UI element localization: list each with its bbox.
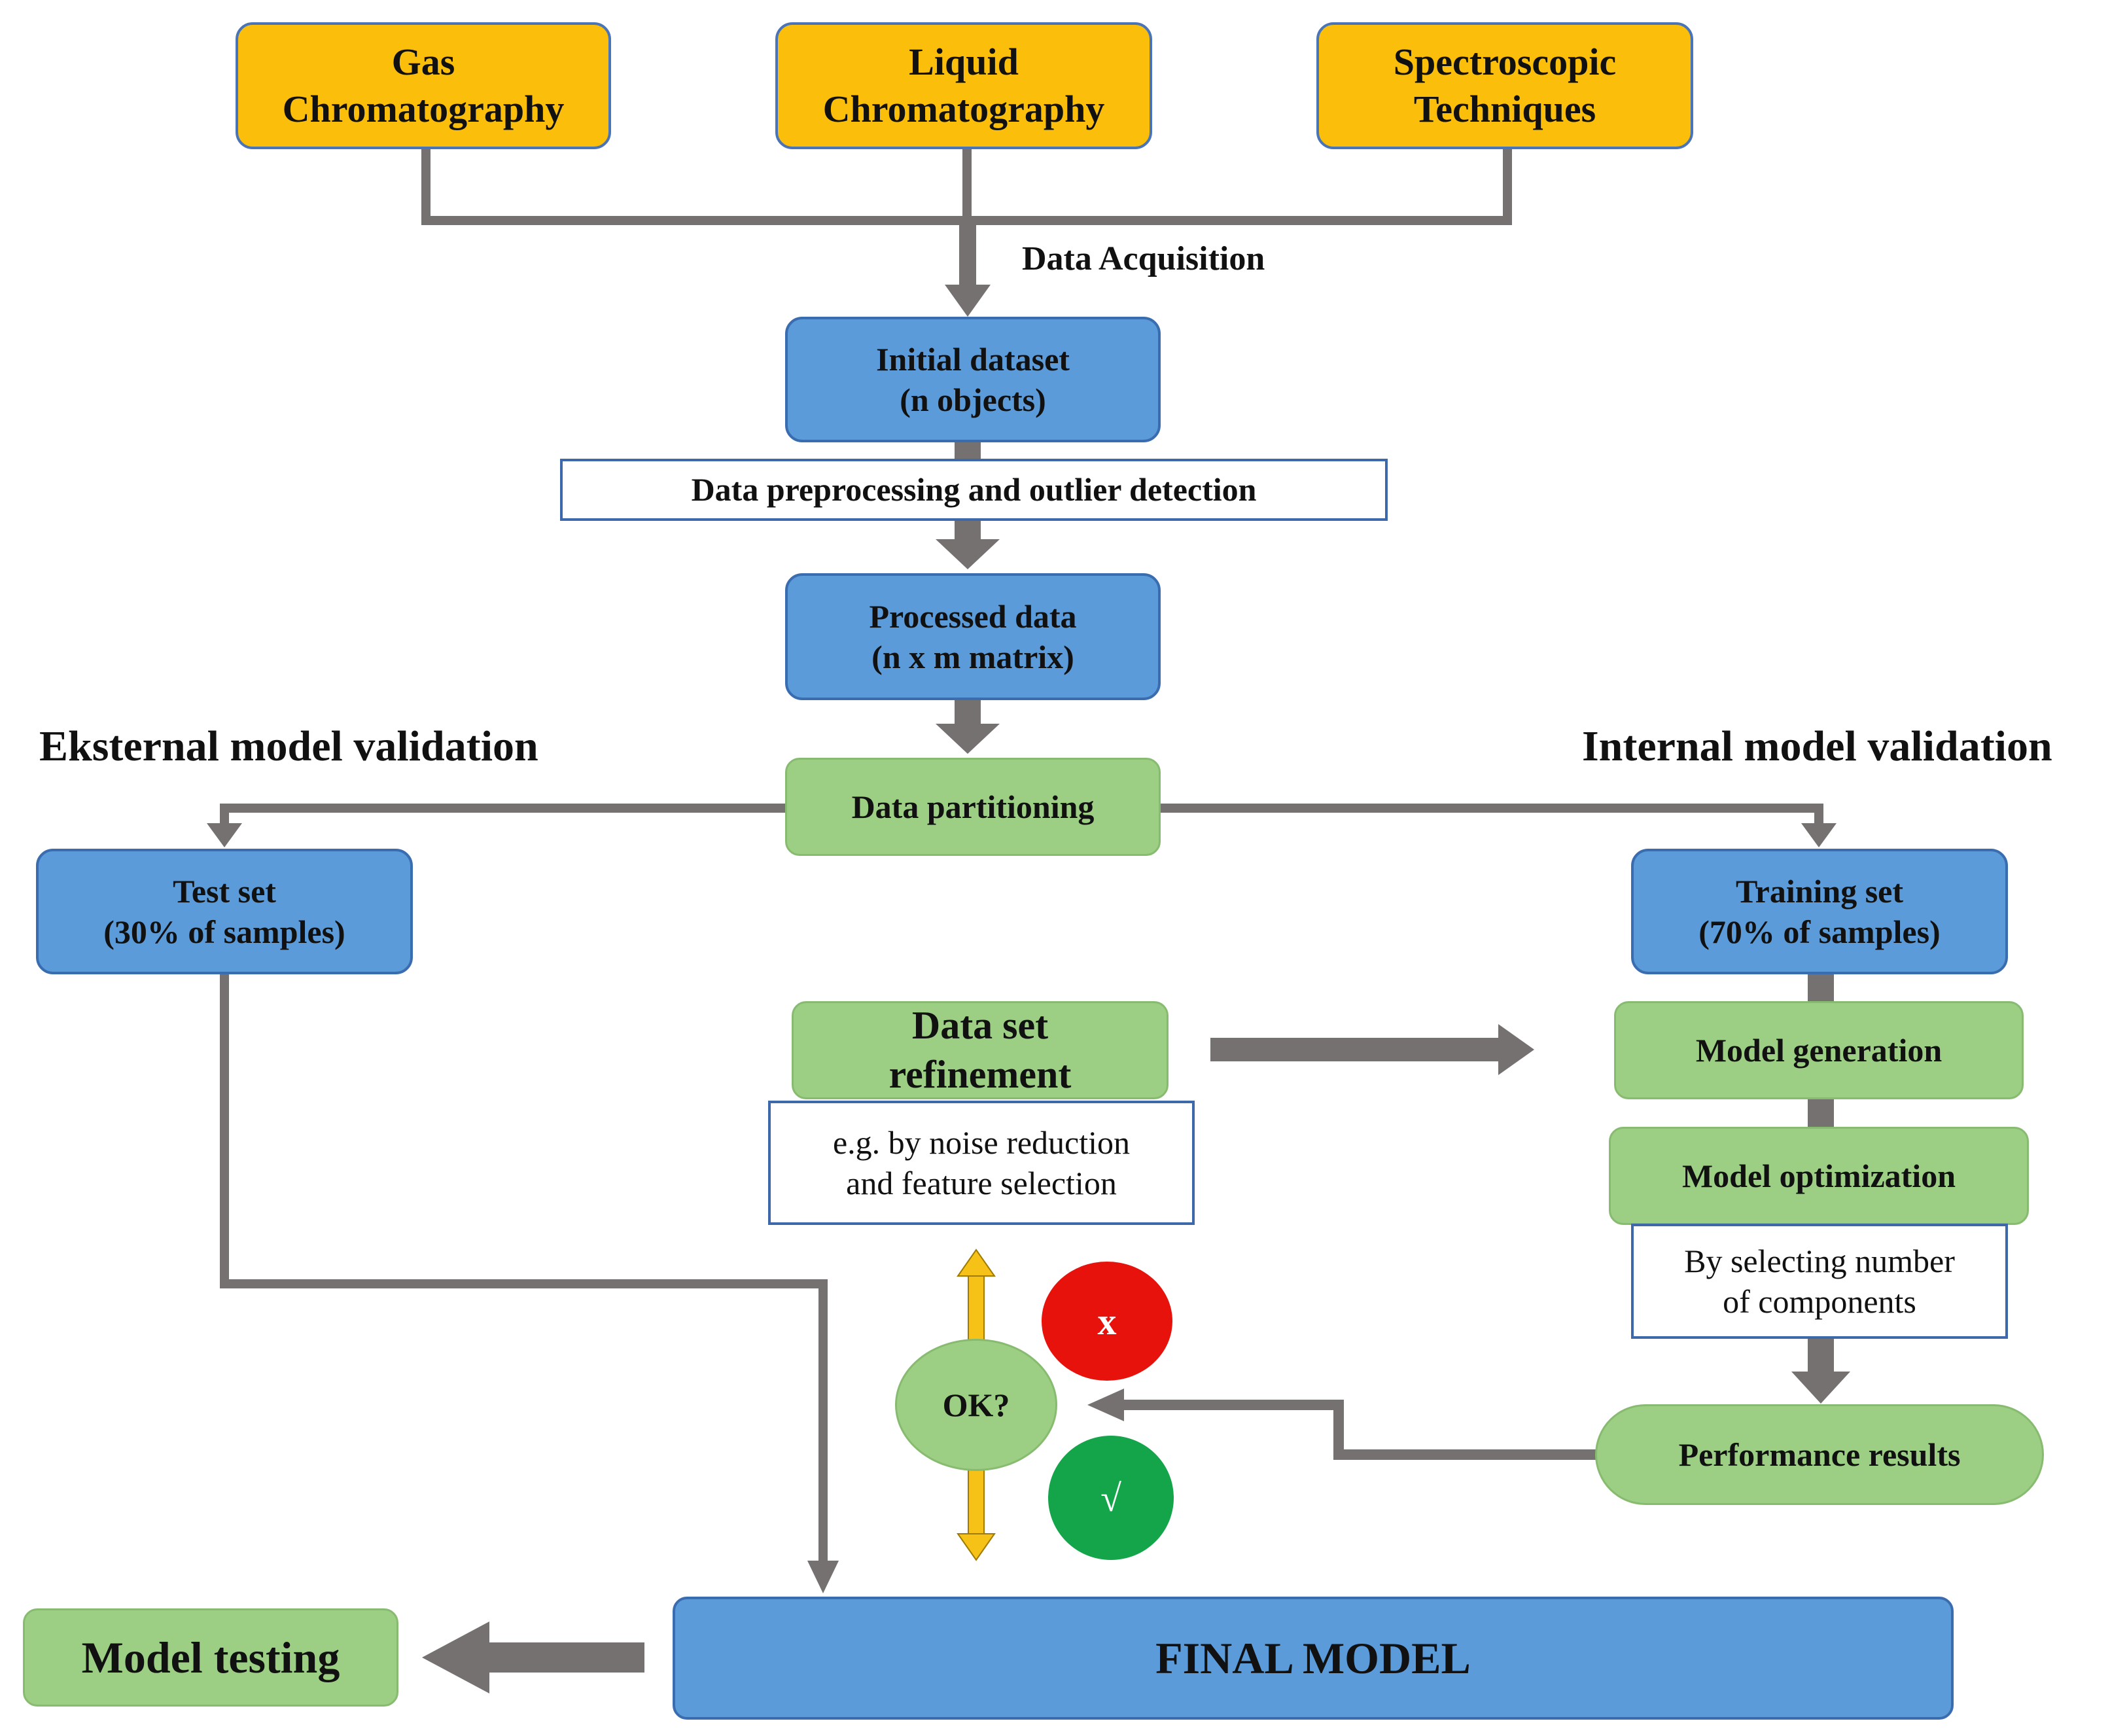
- training-to-generation-connector: [1808, 974, 1834, 1002]
- refinement-line-2: refinement: [888, 1053, 1072, 1096]
- connector-processed-shaft: [955, 700, 981, 726]
- processed-data-line-1: Processed data: [869, 597, 1077, 635]
- test-to-final-arrowhead: [807, 1561, 839, 1593]
- training-set-line-2: (70% of samples): [1698, 913, 1941, 950]
- test-set-line-2: (30% of samples): [103, 913, 345, 950]
- processed-arrowhead: [936, 724, 1000, 754]
- liquid-line-1: Liquid: [909, 40, 1019, 83]
- preprocessing-box: Data preprocessing and outlier detection: [560, 459, 1388, 521]
- ok-down-arrowhead: [957, 1533, 996, 1561]
- performance-to-ok-line: [1119, 1400, 1596, 1460]
- processed-data-line-2: (n x m matrix): [871, 639, 1074, 675]
- spectro-line-2: Techniques: [1413, 88, 1596, 130]
- initial-dataset-line-1: Initial dataset: [876, 340, 1070, 378]
- acquisition-arrowhead: [945, 285, 991, 317]
- note-to-performance-shaft: [1808, 1338, 1834, 1374]
- gas-line-1: Gas: [391, 40, 455, 83]
- refinement-line-1: Data set: [911, 1004, 1049, 1047]
- refinement-note-line-1: e.g. by noise reduction: [832, 1124, 1131, 1161]
- gas-line-2: Chromatography: [282, 88, 565, 130]
- model-generation-box: Model generation: [1614, 1001, 2024, 1099]
- final-model-box: FINAL MODEL: [673, 1597, 1954, 1720]
- test-to-final-line: [220, 974, 828, 1567]
- ok-up-shaft: [968, 1274, 985, 1347]
- refinement-note-box: e.g. by noise reduction and feature sele…: [768, 1101, 1195, 1225]
- liquid-line-2: Chromatography: [822, 88, 1105, 130]
- external-validation-label: Eksternal model validation: [39, 722, 538, 770]
- liquid-chromatography-box: Liquid Chromatography: [775, 22, 1152, 149]
- training-set-box: Training set (70% of samples): [1631, 849, 2008, 974]
- initial-dataset-box: Initial dataset (n objects): [785, 317, 1161, 442]
- preproc-arrowhead: [936, 539, 1000, 569]
- optimization-note-line-1: By selecting number: [1684, 1242, 1955, 1279]
- final-to-testing-arrowhead: [422, 1621, 489, 1693]
- optimization-note-line-2: of components: [1723, 1283, 1916, 1320]
- processed-data-box: Processed data (n x m matrix): [785, 573, 1161, 700]
- model-optimization-box: Model optimization: [1609, 1127, 2029, 1225]
- connector-preproc-shaft: [955, 519, 981, 542]
- performance-to-ok-arrowhead: [1087, 1389, 1124, 1421]
- optimization-note-box: By selecting number of components: [1631, 1224, 2008, 1339]
- accept-mark: √: [1048, 1436, 1174, 1560]
- refinement-note-line-2: and feature selection: [846, 1165, 1117, 1201]
- connector-initial-preproc: [955, 440, 981, 460]
- external-branch-line: [220, 804, 785, 826]
- acquisition-shaft: [959, 221, 976, 286]
- data-partitioning-box: Data partitioning: [785, 758, 1161, 856]
- refinement-to-generation-arrowhead: [1498, 1024, 1534, 1075]
- generation-to-optimization-connector: [1808, 1099, 1834, 1128]
- training-set-line-1: Training set: [1735, 872, 1904, 910]
- spectroscopic-techniques-box: Spectroscopic Techniques: [1316, 22, 1693, 149]
- spectro-line-1: Spectroscopic: [1393, 40, 1617, 83]
- note-to-performance-arrowhead: [1791, 1372, 1850, 1404]
- refinement-to-generation-shaft: [1210, 1038, 1498, 1061]
- gas-chromatography-box: Gas Chromatography: [236, 22, 611, 149]
- internal-branch-arrowhead: [1801, 823, 1837, 847]
- test-set-line-1: Test set: [173, 872, 276, 910]
- internal-branch-line: [1159, 804, 1823, 826]
- data-set-refinement-box: Data set refinement: [792, 1001, 1169, 1099]
- performance-results-box: Performance results: [1595, 1404, 2044, 1505]
- initial-dataset-line-2: (n objects): [900, 381, 1046, 418]
- data-acquisition-label: Data Acquisition: [1022, 240, 1265, 277]
- test-set-box: Test set (30% of samples): [36, 849, 413, 974]
- ok-up-arrowhead: [957, 1249, 996, 1277]
- internal-validation-label: Internal model validation: [1582, 722, 2052, 770]
- ok-down-shaft: [968, 1462, 985, 1536]
- final-to-testing-shaft: [487, 1642, 644, 1673]
- external-branch-arrowhead: [207, 823, 242, 847]
- model-testing-box: Model testing: [23, 1608, 398, 1707]
- reject-mark: x: [1042, 1262, 1172, 1381]
- source-merge-lines: [421, 149, 1512, 225]
- ok-decision: OK?: [895, 1339, 1057, 1471]
